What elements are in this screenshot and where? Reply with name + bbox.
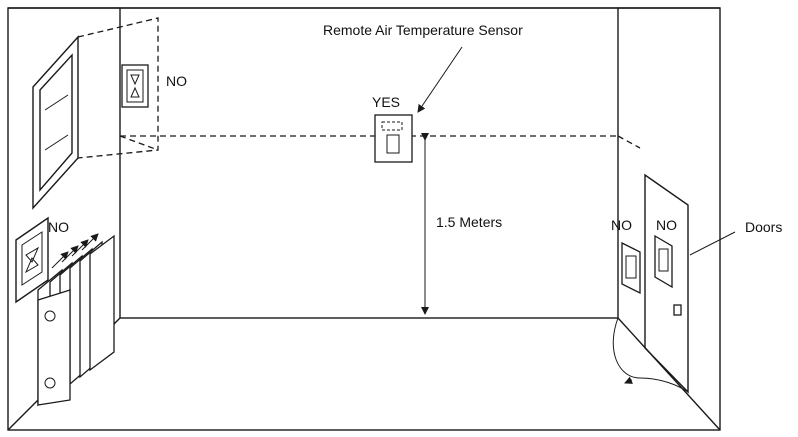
- no-door-left-label: NO: [611, 217, 632, 233]
- doors-label: Doors: [745, 219, 782, 235]
- thermostat-above-radiator: [15, 216, 49, 304]
- window: [32, 17, 159, 210]
- door-handle: [673, 304, 682, 316]
- remote-sensor-label: Remote Air Temperature Sensor: [323, 22, 523, 38]
- doors-pointer: [689, 231, 736, 256]
- thermostat-door-left: [621, 241, 641, 295]
- remote-sensor-yes: [374, 114, 413, 163]
- no-window-label: NO: [166, 73, 187, 89]
- no-door-right-label: NO: [656, 217, 677, 233]
- sensor-arrow: [417, 46, 463, 113]
- no-radiator-label: NO: [48, 219, 69, 235]
- thermostat-door-right: [654, 234, 673, 289]
- radiator: [37, 233, 115, 407]
- door: [612, 173, 689, 394]
- thermostat-near-window: [121, 64, 149, 108]
- height-label: 1.5 Meters: [436, 214, 502, 230]
- yes-label: YES: [372, 94, 400, 110]
